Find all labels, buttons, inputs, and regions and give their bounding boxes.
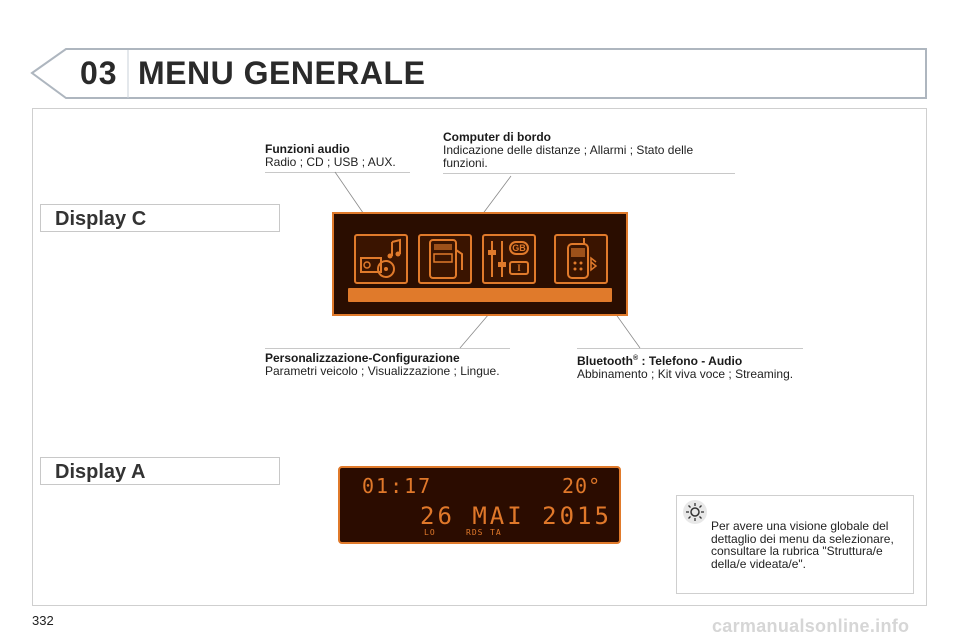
callout-audio: Funzioni audio Radio ; CD ; USB ; AUX. — [265, 143, 410, 173]
lightbulb-icon — [683, 500, 707, 524]
content-frame — [32, 108, 927, 606]
bluetooth-word: Bluetooth — [577, 354, 633, 368]
display-a-time: 01:17 — [362, 474, 433, 498]
indicator-ta: TA — [490, 528, 502, 537]
badge-i: I — [517, 263, 521, 273]
section-display-a-label: Display A — [55, 461, 146, 483]
callout-computer-body: Indicazione delle distanze ; Allarmi ; S… — [443, 143, 694, 170]
callout-computer-rule — [443, 173, 735, 174]
callout-bluetooth-heading: Bluetooth® : Telefono - Audio — [577, 352, 807, 368]
badge-gb: GB — [512, 243, 526, 253]
section-display-c-label: Display C — [55, 208, 147, 230]
indicator-rds: RDS — [466, 528, 484, 537]
page-number: 332 — [32, 613, 54, 628]
callout-audio-rule — [265, 172, 410, 173]
section-display-c: Display C — [40, 204, 280, 232]
callout-computer: Computer di bordo Indicazione delle dist… — [443, 131, 735, 174]
registered-mark: ® — [633, 355, 639, 362]
callout-personal: Personalizzazione-Configurazione Paramet… — [265, 352, 530, 378]
callout-audio-body: Radio ; CD ; USB ; AUX. — [265, 155, 396, 169]
callout-personal-rule — [265, 348, 510, 349]
indicator-lo: LO — [424, 528, 436, 537]
audio-icon — [354, 234, 408, 284]
callout-bluetooth: Bluetooth® : Telefono - Audio Abbinament… — [577, 352, 807, 381]
section-display-a: Display A — [40, 457, 280, 485]
callout-computer-heading: Computer di bordo — [443, 130, 551, 144]
display-c-screen: GB I — [332, 212, 628, 316]
callout-bluetooth-body: Abbinamento ; Kit viva voce ; Streaming. — [577, 367, 794, 381]
telephone-icon — [554, 234, 608, 284]
settings-icon: GB I — [482, 234, 536, 284]
callout-audio-heading: Funzioni audio — [265, 142, 350, 156]
callout-bluetooth-rule — [577, 348, 803, 349]
display-a-temperature: 20° — [562, 474, 602, 498]
bluetooth-heading-rest: : Telefono - Audio — [638, 354, 743, 368]
header-frame — [30, 48, 927, 99]
trip-computer-icon — [418, 234, 472, 284]
chapter-number: 03 — [80, 55, 118, 91]
callout-personal-heading: Personalizzazione-Configurazione — [265, 351, 460, 365]
display-a-date: 26 MAI 2015 — [420, 502, 612, 530]
page-title: MENU GENERALE — [138, 55, 426, 91]
display-c-menu-bar — [348, 288, 612, 302]
watermark: carmanualsonline.info — [712, 616, 910, 636]
chapter-header — [28, 46, 928, 100]
callout-personal-body: Parametri veicolo ; Visualizzazione ; Li… — [265, 364, 500, 378]
display-a-screen: 01:17 20° 26 MAI 2015 LO RDS TA — [338, 466, 621, 544]
tip-text: Per avere una visione globale del dettag… — [711, 519, 894, 571]
tip-box: Per avere una visione globale del dettag… — [676, 495, 914, 594]
